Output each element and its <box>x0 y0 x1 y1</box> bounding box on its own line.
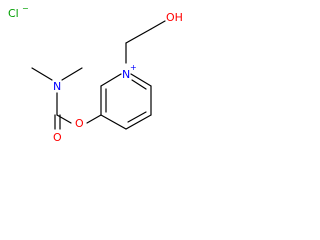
bond-c6-n1 <box>130 73 152 87</box>
molecule-structure: Cl − N + OH N O O <box>8 4 183 144</box>
ester-oxygen-label: O <box>75 117 84 130</box>
double-bond-c6-n1 <box>131 79 147 90</box>
bond-o-carbonyl-c <box>56 114 72 124</box>
hydroxyl-label: OH <box>166 11 183 24</box>
pyridinium-ring <box>100 73 152 130</box>
bond-c4-c5 <box>125 114 152 130</box>
bond-n-methyl-2 <box>61 67 83 81</box>
ring-nitrogen-charge: + <box>130 63 137 72</box>
bond-ch2-ch2 <box>125 28 152 44</box>
chloride-label: Cl <box>8 7 19 20</box>
double-bond-c4-c5 <box>127 111 147 123</box>
amine-nitrogen-label: N <box>53 80 61 93</box>
ring-nitrogen-label: N <box>122 68 130 81</box>
bond-ch2-oh <box>150 20 166 30</box>
chloride-charge: − <box>22 4 29 13</box>
bond-n1-c2 <box>100 73 122 87</box>
bond-ring-o <box>86 114 102 124</box>
carbonyl-oxygen-label: O <box>53 131 62 144</box>
bond-c3-c4 <box>100 114 127 130</box>
bond-n-methyl-1 <box>31 67 53 81</box>
